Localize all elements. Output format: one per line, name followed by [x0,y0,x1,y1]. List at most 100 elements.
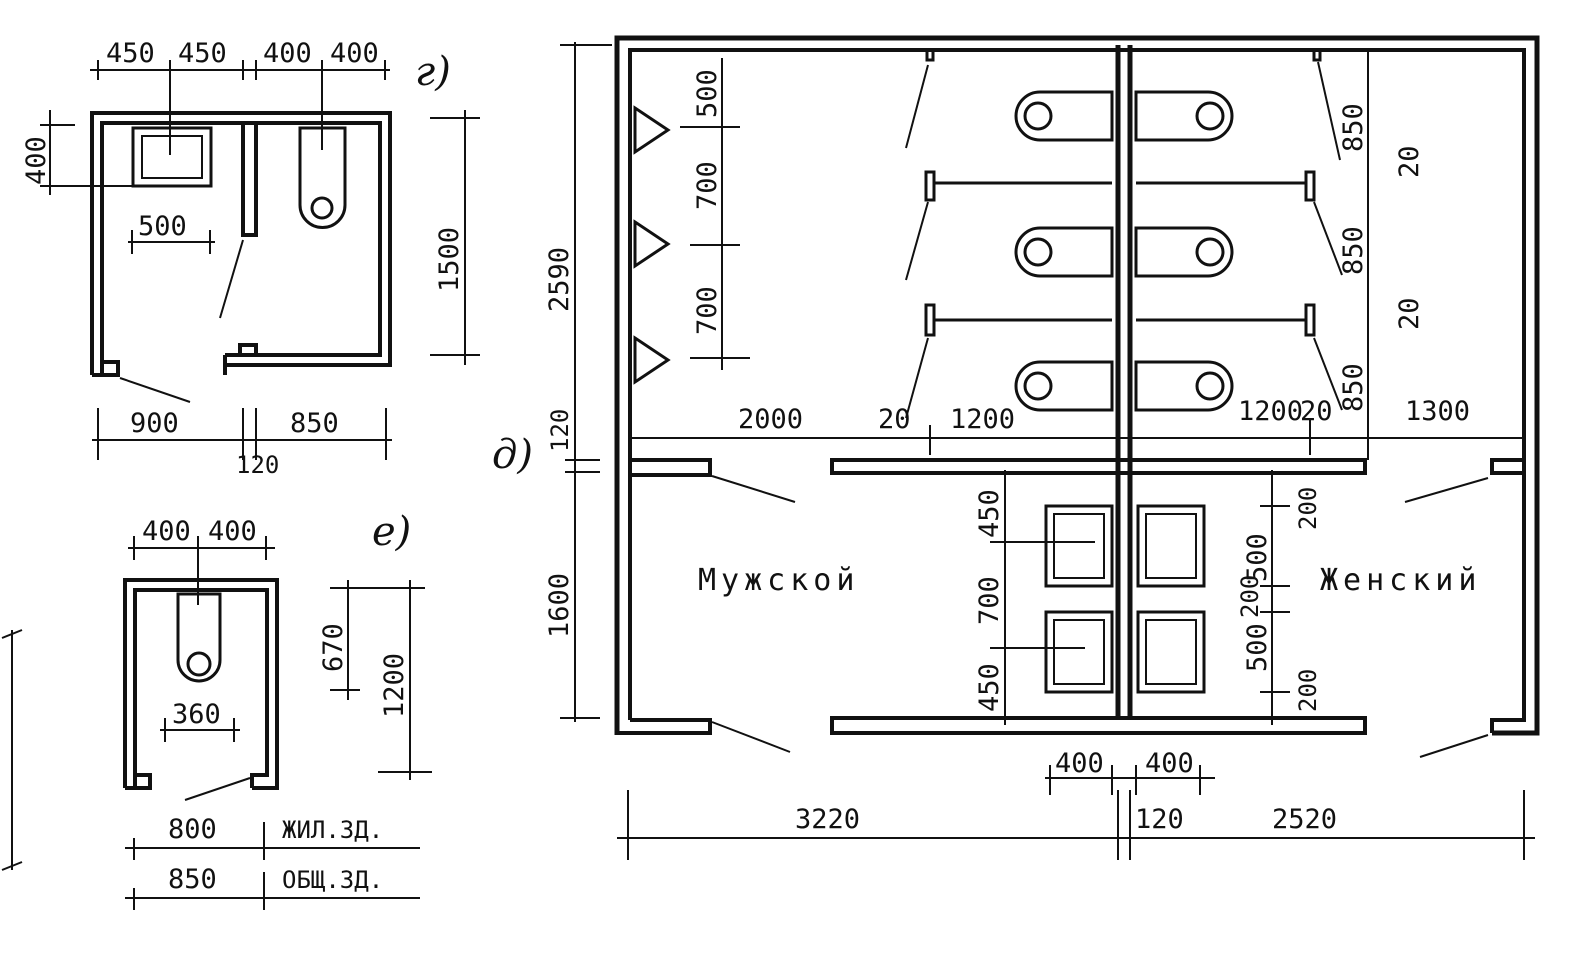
plan-e: е) 400 400 360 670 1200 800 ЖИЛ. [123,509,432,910]
door-swing-men-upper [711,475,796,503]
plan-d: д) 500 700 700 [492,35,1540,860]
dim-d-cabin-1: 850 [1338,103,1369,152]
dim-d-urinal-1: 500 [692,69,723,118]
dim-d-cabin-2: 850 [1338,226,1369,275]
basin-men-1 [1044,504,1114,588]
women-cabins [1134,48,1343,412]
dim-d-bottom-women: 2520 [1272,804,1337,835]
dim-d-cabin-gap-1: 20 [1394,145,1425,178]
plan-d-mid-wall-center [830,458,1367,475]
dim-d-urinal-3: 700 [692,286,723,335]
dim-d-left-1: 2590 [544,247,575,312]
dim-e-width-residential: 800 [168,814,217,845]
plan-g-partition [241,123,258,237]
plan-e-toilet [176,592,222,683]
toilet-men-1 [1014,90,1114,142]
dim-e-top-1: 400 [142,516,191,547]
panel-label-g: г) [415,49,451,95]
urinals [633,105,671,385]
dim-g-inner: 500 [138,211,187,242]
plan-d-mid-wall-right [1490,458,1526,475]
dim-d-left-3: 1600 [544,573,575,638]
dim-g-bottom-2: 850 [290,408,339,439]
dim-g-top-2: 450 [178,38,227,69]
plan-e-door-swing [184,777,251,801]
urinal-1 [633,105,671,155]
dim-g-right: 1500 [434,227,465,292]
plan-d-mid-wall-left [630,458,712,477]
dim-e-inner: 360 [172,699,221,730]
dim-e-right-1: 670 [318,623,349,672]
door-swing-women-lower [1419,734,1489,758]
urinal-2 [633,219,671,269]
dim-d-women-basin-4: 500 [1242,623,1273,672]
basin-women-2 [1136,610,1206,694]
room-label-men: Мужской [698,563,859,598]
washbasins [1044,504,1206,694]
label-residential-building: ЖИЛ.ЗД. [282,816,383,844]
panel-label-e: е) [372,509,411,555]
dim-e-right-2: 1200 [379,653,410,718]
panel-label-d: д) [492,432,533,478]
plan-g-washbasin [131,126,213,188]
dim-d-basin-width-women: 400 [1145,748,1194,779]
dim-g-bottom-1: 900 [130,408,179,439]
dim-d-women-basin-2: 500 [1242,533,1273,582]
dim-d-women-basin-3: 200 [1236,575,1264,618]
dim-d-men-basin-1: 450 [974,489,1005,538]
toilet-men-3 [1014,360,1114,412]
plan-g-door-swing-1 [119,377,191,403]
dim-g-top-3: 400 [263,38,312,69]
dim-g-left: 400 [21,136,52,185]
plan-g-toilet [298,126,347,229]
plan-g-inner-wall [100,121,382,375]
label-public-building: ОБЩ.ЗД. [282,866,383,894]
door-swing-men-lower [711,721,791,753]
door-swing-women-upper [1404,477,1489,503]
plan-g: г) 450 450 400 400 400 [21,38,480,479]
dim-d-cabin-gap-2: 20 [1394,297,1425,330]
dim-d-women-basin-5: 200 [1294,669,1322,712]
cabin-door-men-3 [905,337,929,419]
cabin-door-women-3 [1313,337,1343,411]
dim-d-mid-4: 1200 [1238,396,1303,427]
dim-d-bottom-men: 3220 [795,804,860,835]
plan-d-bottom-wall-center [830,716,1367,735]
plan-d-jamb-left-bottom [617,718,712,735]
dim-g-top-1: 450 [106,38,155,69]
plan-g-outer-wall [90,111,392,375]
dim-d-women-basin-1: 200 [1294,487,1322,530]
dim-d-mid-2: 20 [878,404,911,435]
dim-g-partition: 120 [236,451,279,479]
dim-g-top-4: 400 [330,38,379,69]
room-label-women: Женский [1320,563,1481,598]
dim-d-urinal-2: 700 [692,161,723,210]
basin-men-2 [1044,610,1114,694]
men-cabins [905,48,1114,419]
dim-d-mid-5: 20 [1300,396,1333,427]
dim-d-men-basin-2: 700 [974,576,1005,625]
dim-d-left-2: 120 [546,409,574,452]
plan-d-outer-wall [614,35,1540,736]
dim-e-top-2: 400 [208,516,257,547]
plan-g-door-swing-2 [219,239,244,319]
dim-d-cabin-3: 850 [1338,363,1369,412]
dim-d-mid-3: 1200 [950,404,1015,435]
dim-d-bottom-partition: 120 [1135,804,1184,835]
dim-d-men-basin-3: 450 [974,663,1005,712]
dim-d-basin-width-men: 400 [1055,748,1104,779]
plan-d-inner-wall [628,48,1526,733]
cabin-door-men-2 [905,201,929,281]
urinal-3 [633,335,671,385]
plan-g-jamb-right [223,343,258,375]
cabin-door-men-1 [905,64,929,149]
dim-d-mid-1: 2000 [738,404,803,435]
plan-e-outer-wall [123,578,279,790]
plan-d-center-partition [1115,45,1133,720]
plan-g-jamb-left [92,360,120,377]
plan-e-jamb [125,773,152,790]
plan-e-inner-wall [133,588,269,788]
basin-women-1 [1136,504,1206,588]
cabin-door-women-1 [1317,61,1341,161]
